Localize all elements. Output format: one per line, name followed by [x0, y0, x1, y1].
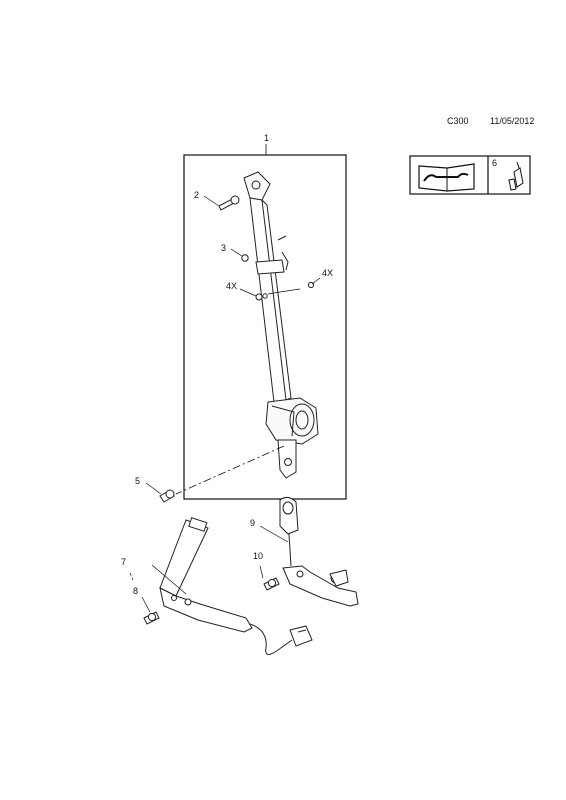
callout-9: 9 [250, 518, 255, 528]
bolt-10 [263, 577, 280, 591]
legend-number: 6 [492, 158, 497, 168]
bolt-2 [218, 195, 240, 211]
callout-5: 5 [135, 476, 140, 486]
buckle-assembly-right [279, 496, 359, 607]
callout-4x-left: 4X [226, 281, 237, 291]
callout-10: 10 [253, 551, 263, 561]
sealant-tube-icon [508, 161, 524, 191]
callout-4x-right: 4X [322, 268, 333, 278]
clip-3 [241, 254, 249, 262]
callout-2: 2 [194, 190, 199, 200]
diagram-date: 11/05/2012 [490, 116, 535, 126]
callout-7: 7 [121, 557, 126, 567]
callout-8: 8 [133, 586, 138, 596]
clip-4a [255, 293, 268, 301]
callout-3: 3 [221, 243, 226, 253]
diagram-code: C300 [447, 116, 469, 126]
seat-belt-assembly [243, 171, 319, 479]
buckle-assembly [159, 517, 313, 655]
repair-manual-icon [418, 163, 475, 192]
bolt-8 [143, 611, 160, 625]
legend-box: 6 [409, 155, 531, 195]
callout-1: 1 [264, 133, 269, 143]
assembly-frame [183, 154, 347, 500]
bolt-5 [159, 489, 175, 503]
